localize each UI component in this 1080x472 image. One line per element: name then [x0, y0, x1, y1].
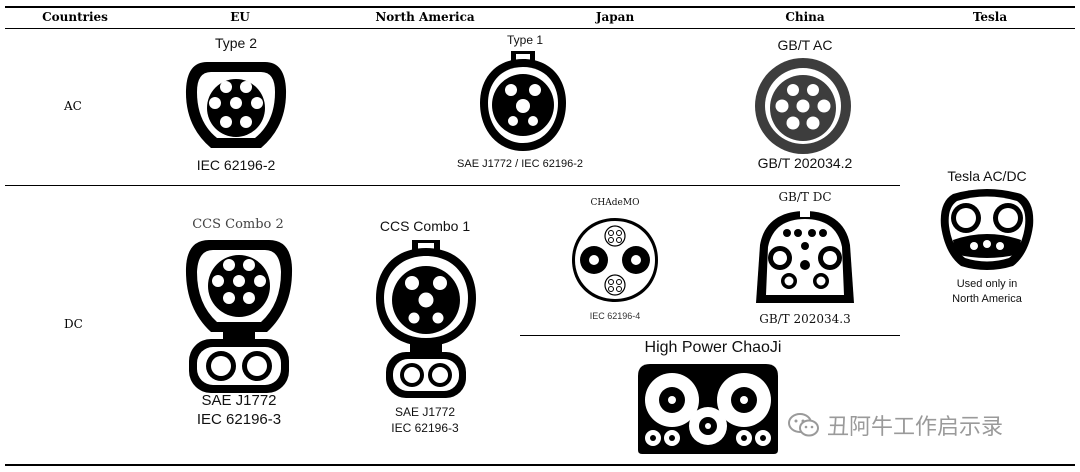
type1-title: Type 1 [506, 33, 544, 47]
chaoji-title: High Power ChaoJi [644, 339, 782, 356]
gbt-dc-connector-icon [756, 207, 854, 303]
gbt-ac-title: GB/T AC [777, 37, 833, 53]
header-tesla: Tesla [972, 10, 1008, 24]
header-japan: Japan [595, 10, 635, 24]
type2-standard: IEC 62196-2 [196, 157, 276, 173]
ccs2-title: CCS Combo 2 [192, 217, 284, 232]
tesla-title: Tesla AC/DC [947, 168, 1027, 184]
row-label-dc: DC [64, 317, 83, 331]
wechat-icon [788, 413, 819, 437]
watermark: 丑阿牛工作启示录 [787, 410, 1003, 440]
gbt-dc-standard: GB/T 202034.3 [759, 312, 851, 326]
ccs1-title: CCS Combo 1 [379, 218, 471, 234]
chaoji-connector-icon [638, 364, 778, 454]
ccs2-standard-line2: IEC 62196-3 [196, 411, 282, 428]
type2-connector-icon [185, 62, 287, 148]
chademo-title: CHAdeMO [590, 198, 640, 208]
type1-standard: SAE J1772 / IEC 62196-2 [457, 158, 583, 170]
chademo-chaoji-divider [520, 335, 900, 336]
header-eu: EU [230, 10, 250, 24]
ccs1-standard-line1: SAE J1772 [394, 405, 456, 419]
tesla-note-line2: North America [952, 293, 1022, 305]
gbt-ac-connector-icon [755, 58, 851, 154]
gbt-ac-standard: GB/T 202034.2 [757, 155, 853, 171]
ccs2-connector-icon [185, 240, 293, 393]
header-china: China [785, 10, 825, 24]
ccs2-standard-line1: SAE J1772 [201, 392, 277, 409]
chademo-connector-icon [570, 218, 660, 302]
type2-title: Type 2 [214, 35, 258, 51]
header-north-america: North America [375, 10, 475, 24]
header-bottom-rule [5, 28, 1075, 29]
row-label-ac: AC [64, 99, 82, 113]
type1-connector-icon [480, 51, 566, 151]
ccs1-connector-icon [376, 240, 476, 398]
table-bottom-rule [5, 464, 1075, 466]
header-countries: Countries [42, 10, 108, 24]
tesla-connector-icon [940, 189, 1034, 270]
ccs1-standard-line2: IEC 62196-3 [391, 421, 459, 435]
watermark-text: 丑阿牛工作启示录 [827, 415, 1004, 440]
chademo-standard: IEC 62196-4 [589, 311, 641, 321]
gbt-dc-title: GB/T DC [778, 190, 832, 204]
tesla-note-line1: Used only in [956, 278, 1018, 290]
table-top-rule [5, 6, 1075, 8]
ac-dc-divider [5, 185, 900, 186]
